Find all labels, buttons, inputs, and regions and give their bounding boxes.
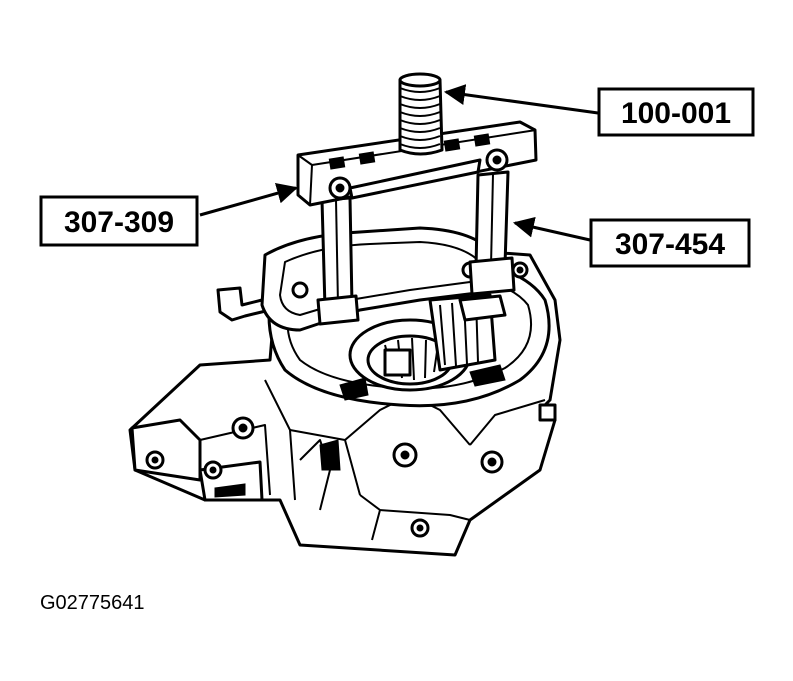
forcing-screw-illustration — [398, 72, 444, 156]
callout-leaders — [199, 84, 599, 242]
figure-code: G02775641 — [40, 592, 145, 614]
puller-legs — [316, 170, 516, 326]
callout-label-100-001: 100-001 — [621, 97, 731, 130]
leader-100-001 — [443, 84, 599, 115]
callout-label-307-309: 307-309 — [64, 206, 174, 239]
housing-bolts — [145, 261, 529, 538]
callout-label-307-454: 307-454 — [615, 228, 725, 261]
callout-100-001: 100-001 — [597, 87, 755, 137]
callout-307-309: 307-309 — [39, 195, 199, 247]
leader-307-309 — [199, 183, 299, 217]
leader-307-454 — [512, 216, 591, 242]
callout-307-454: 307-454 — [589, 218, 751, 268]
